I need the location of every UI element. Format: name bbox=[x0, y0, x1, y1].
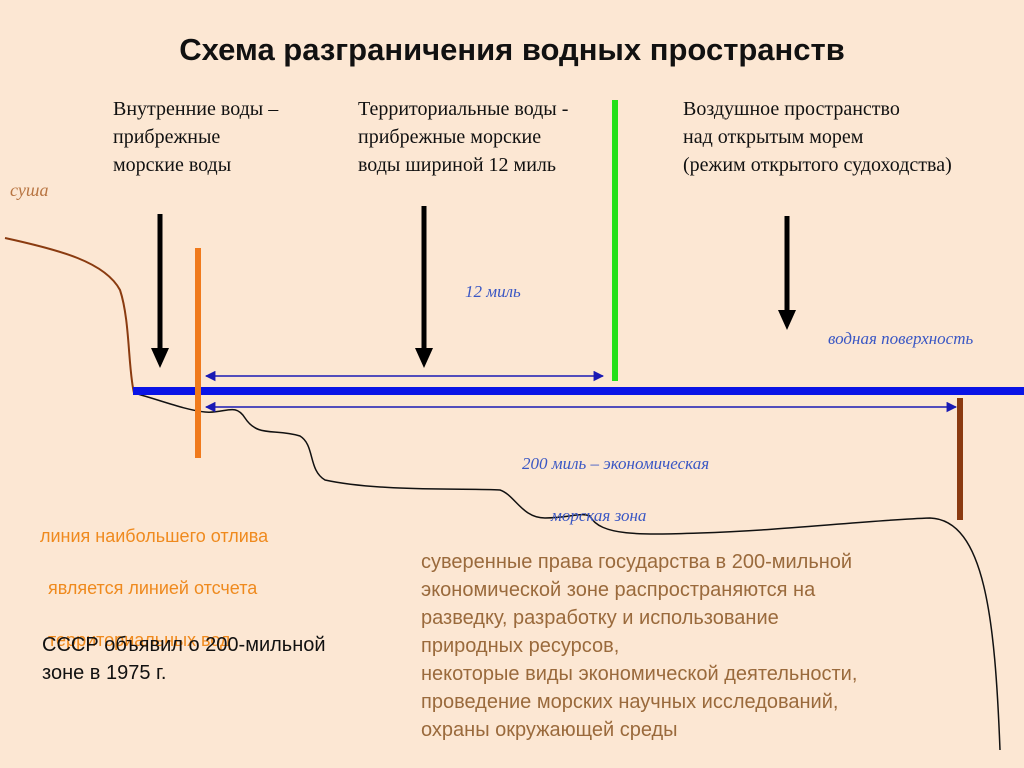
label-water-surface: водная поверхность bbox=[828, 329, 974, 348]
diagram-title: Схема разграничения водных пространств bbox=[179, 32, 845, 67]
label-200-miles-zone: 200 миль – экономическая морская зона bbox=[522, 425, 709, 555]
arrow-internal-waters bbox=[151, 214, 169, 368]
heading-territorial-waters: Территориальные воды - прибрежные морски… bbox=[358, 98, 569, 176]
seabed-profile-line bbox=[133, 392, 1001, 751]
low-tide-note-line1: линия наибольшего отлива bbox=[40, 526, 269, 546]
label-12-miles: 12 миль bbox=[465, 282, 521, 301]
label-200-miles-line2: морская зона bbox=[551, 506, 647, 525]
arrow-territorial-waters bbox=[415, 206, 433, 368]
label-200-miles-line1: 200 миль – экономическая bbox=[522, 454, 710, 473]
low-tide-note-line3: территориальных вод bbox=[48, 630, 231, 650]
heading-internal-waters: Внутренние воды – прибрежные морские вод… bbox=[113, 98, 279, 176]
land-contour-line bbox=[4, 237, 135, 394]
label-land: суша bbox=[10, 180, 49, 200]
ussr-declaration-note: СССР объявил о 200-мильной зоне в 1975 г… bbox=[42, 634, 326, 684]
arrow-airspace bbox=[778, 216, 796, 330]
sovereign-rights-note: суверенные права государства в 200-мильн… bbox=[421, 551, 858, 741]
low-tide-note: линия наибольшего отлива является линией… bbox=[40, 497, 268, 679]
low-tide-note-line2: является линией отсчета bbox=[48, 578, 258, 598]
heading-airspace: Воздушное пространство над открытым море… bbox=[683, 98, 952, 176]
